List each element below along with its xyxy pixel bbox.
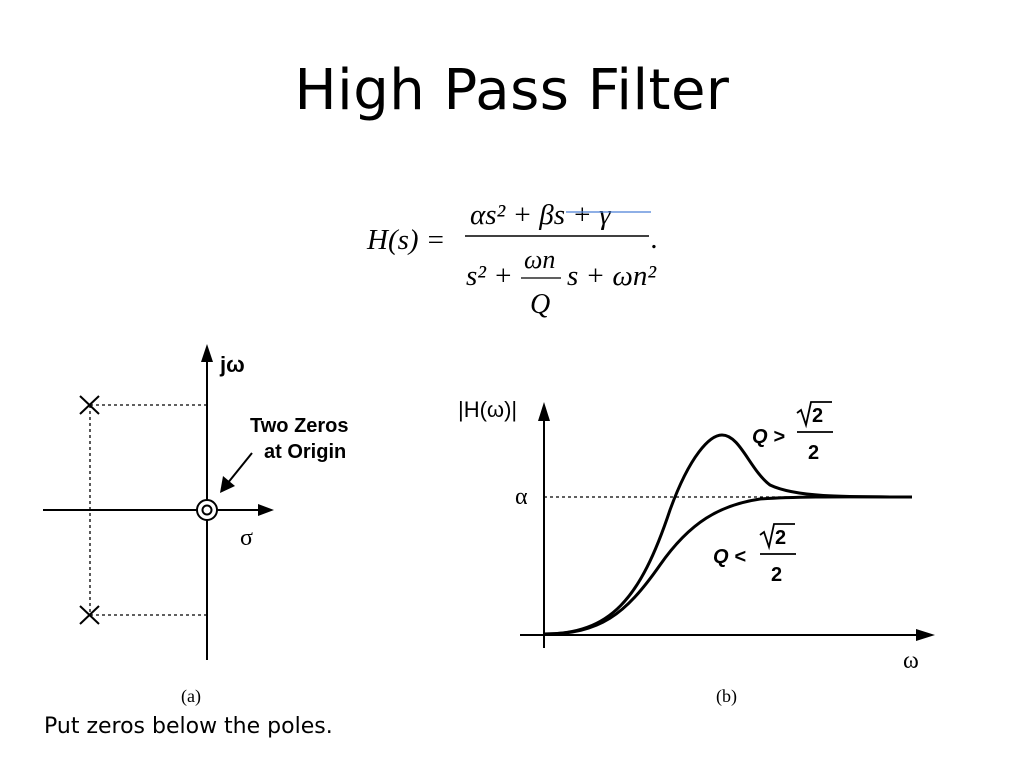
imag-axis-label: jω — [219, 352, 245, 377]
formula-period: . — [651, 223, 658, 255]
slide-title: High Pass Filter — [294, 58, 730, 123]
curve-low-q — [543, 495, 913, 636]
zero-marker-inner — [201, 504, 213, 516]
x-axis-label: ω — [903, 648, 919, 674]
fraction-numerator-low: 2 — [775, 527, 786, 549]
formula-numerator: αs² + βs + γ — [470, 199, 612, 231]
curve-high-q — [543, 433, 913, 636]
curve-low-q-label: Q < — [713, 546, 746, 568]
slide-caption: Put zeros below the poles. — [44, 714, 333, 739]
real-axis-arrow — [258, 504, 274, 516]
y-axis-label: |H(ω)| — [458, 397, 517, 422]
sqrt-symbol-high — [796, 401, 832, 429]
fraction-denominator-high: 2 — [808, 442, 819, 464]
formula-denominator-left: s² + — [466, 260, 513, 292]
x-axis-arrow — [916, 629, 935, 641]
pole-marker-top — [79, 395, 100, 415]
annotation-line2: at Origin — [264, 441, 346, 463]
sqrt-symbol-low — [759, 523, 795, 551]
panel-label-b: (b) — [716, 686, 737, 707]
imag-axis-arrow — [201, 344, 213, 362]
formula-denominator-right: s + ωn² — [567, 260, 657, 292]
fraction-numerator-high: 2 — [812, 405, 823, 427]
real-axis-label: σ — [240, 525, 253, 551]
pole-marker-bottom — [79, 605, 100, 625]
curve-high-q-label: Q > — [752, 426, 785, 448]
annotation-line1: Two Zeros — [250, 415, 349, 437]
asymptote-label: α — [515, 484, 528, 510]
y-axis-arrow — [538, 402, 550, 421]
panel-label-a: (a) — [181, 686, 201, 707]
inner-fraction-numerator: ωn — [524, 245, 555, 274]
inner-fraction-denominator: Q — [530, 289, 550, 320]
formula-lhs: H(s) = — [366, 224, 445, 256]
annotation-arrow-head — [220, 476, 235, 493]
fraction-denominator-low: 2 — [771, 564, 782, 586]
annotation-arrow-line — [226, 452, 253, 485]
